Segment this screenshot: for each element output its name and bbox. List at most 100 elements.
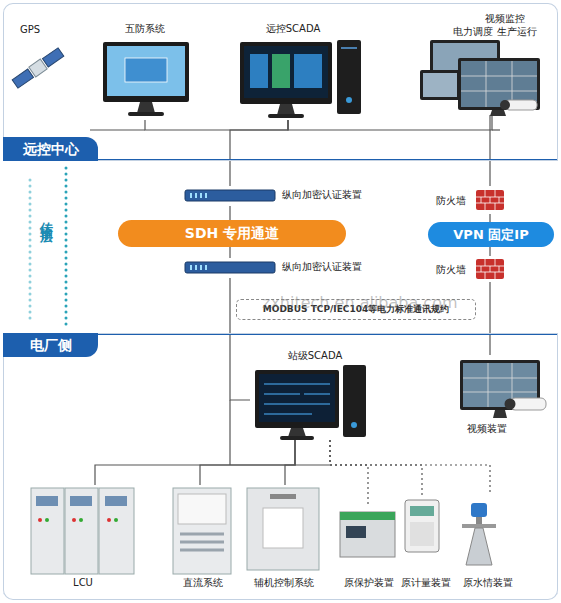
region-panel: 电厂侧站级SCADA视频装置LCU直流系统辅机控制系统原保护装置原计量装置原水情… xyxy=(3,333,558,600)
tower-button xyxy=(351,422,357,428)
firewall-node: 防火墙 xyxy=(434,256,510,282)
indicator-lamp xyxy=(114,518,118,522)
monitor-node: 视频监控电力调度 生产运行 xyxy=(415,10,555,115)
region-tab: 电厂侧 xyxy=(3,333,98,357)
bus-wire xyxy=(90,129,145,130)
node-label: LCU xyxy=(28,577,138,589)
monitor-stand xyxy=(277,104,295,115)
indicator-lamp xyxy=(107,518,111,522)
device-node: 纵向加密认证装置 xyxy=(182,186,372,206)
monitor-frame xyxy=(103,42,189,102)
cabinet-screen xyxy=(70,496,92,506)
pc-tower xyxy=(337,40,361,114)
camera-lens xyxy=(500,100,510,110)
meter-case xyxy=(405,500,439,552)
dotted-band xyxy=(29,180,32,320)
node-label: 视频监控 xyxy=(475,13,535,25)
node-label: SDH 专用通道 xyxy=(118,220,346,247)
connector-line xyxy=(489,282,490,355)
meter-plate xyxy=(410,522,434,546)
device-lights xyxy=(191,265,206,270)
monitor-node: 远控SCADA xyxy=(236,20,364,120)
connector-line xyxy=(95,440,295,485)
node-label: 远控SCADA xyxy=(236,23,350,35)
connector-line xyxy=(489,115,490,186)
gps-node: GPS xyxy=(10,22,65,88)
device-screen xyxy=(346,526,366,538)
protection-device xyxy=(340,512,395,557)
layer-label: 传输层 xyxy=(37,212,55,224)
monitor-screen xyxy=(107,46,185,96)
node-label: 辅机控制系统 xyxy=(243,577,325,589)
brick-lines xyxy=(476,259,504,279)
gauge-horn xyxy=(466,528,492,565)
bus-wire xyxy=(229,400,230,465)
indicator-lamp xyxy=(79,518,83,522)
device-chassis xyxy=(185,190,275,201)
cabinet xyxy=(247,488,319,570)
channel-pill: VPN 固定IP xyxy=(428,222,554,247)
connector-line xyxy=(230,120,288,186)
node-label: 视频装置 xyxy=(457,423,517,435)
gauge-flange xyxy=(462,524,496,528)
video-device xyxy=(460,360,546,418)
video-node: 视频装置 xyxy=(455,355,550,439)
connector-line xyxy=(288,115,492,130)
bus-wire xyxy=(492,129,500,130)
brick-wall xyxy=(476,190,504,210)
node-label: 防火墙 xyxy=(436,264,466,276)
node-label: VPN 固定IP xyxy=(428,222,554,247)
screen-panel xyxy=(272,54,290,88)
screen-panel xyxy=(250,54,268,88)
firewall-node: 防火墙 xyxy=(434,186,510,214)
node-label: 五防系统 xyxy=(98,23,192,35)
solar-panel xyxy=(43,48,64,67)
monitor-screen xyxy=(259,374,335,422)
node-label: 原保护装置 xyxy=(336,577,402,589)
node-label: 直流系统 xyxy=(170,577,235,589)
node-label: 纵向加密认证装置 xyxy=(282,189,362,201)
tower-button xyxy=(346,97,352,103)
equipment-node: 直流系统 xyxy=(170,485,235,591)
node-label: 原计量装置 xyxy=(396,577,456,589)
monitor-stand xyxy=(493,410,507,418)
level-gauge xyxy=(462,503,496,565)
connector-line xyxy=(330,440,422,495)
gps-satellite xyxy=(12,47,65,89)
equipment-node: 原计量装置 xyxy=(396,495,456,591)
video-wall xyxy=(420,40,540,116)
bus-wire xyxy=(295,464,330,465)
connector-line xyxy=(229,247,230,258)
dc-cabinet xyxy=(173,488,231,574)
monitor-node: 站级SCADA xyxy=(250,348,370,440)
node-label: 站级SCADA xyxy=(275,350,355,362)
panel-window xyxy=(263,508,303,548)
monitor-base xyxy=(128,112,164,116)
device-lights xyxy=(191,193,206,198)
module-rows xyxy=(180,534,224,550)
solar-panel xyxy=(12,69,33,88)
scada-workstation xyxy=(240,40,361,118)
connector-line xyxy=(230,278,250,400)
dotted-band xyxy=(65,168,68,330)
cabinet-screen xyxy=(105,496,127,506)
camera-lens xyxy=(505,399,516,410)
gauge-neck xyxy=(476,517,482,525)
connector-line xyxy=(145,120,288,130)
connector-line xyxy=(330,440,368,505)
device-node: 纵向加密认证装置 xyxy=(182,258,372,278)
cabinet xyxy=(65,488,98,574)
gauge-head xyxy=(471,503,487,517)
monitor-stand xyxy=(288,428,306,437)
lcu-cabinets xyxy=(31,488,134,574)
brick-lines xyxy=(476,190,504,210)
green-stripe xyxy=(340,512,395,520)
monitor-node: 五防系统 xyxy=(98,20,192,120)
equipment-node: 原保护装置 xyxy=(336,505,402,591)
indicator-lamp xyxy=(38,518,42,522)
monitor-screen xyxy=(244,46,328,98)
monitor-frame xyxy=(420,70,460,100)
connector-line xyxy=(330,440,490,495)
equipment-node: 辅机控制系统 xyxy=(243,485,325,591)
